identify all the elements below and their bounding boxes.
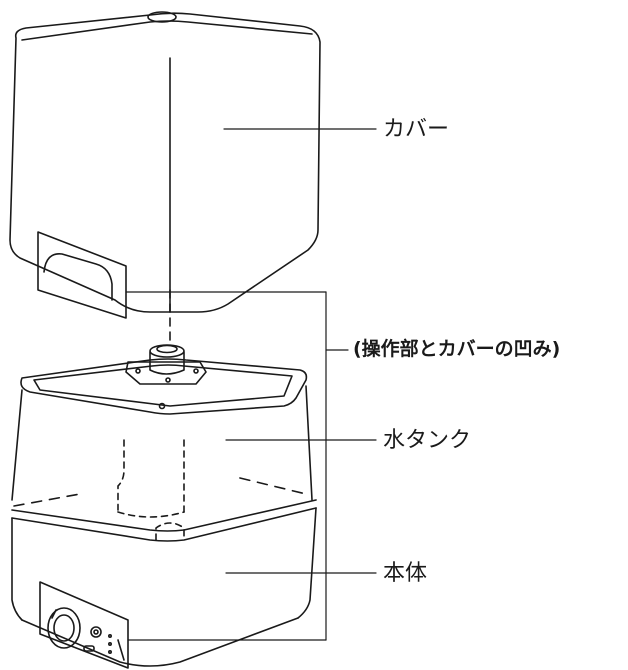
cover-illustration — [9, 11, 321, 319]
power-button-icon — [90, 626, 102, 638]
control-panel — [39, 581, 129, 669]
water-tank-illustration — [11, 344, 313, 518]
cover-notch-panel — [37, 231, 127, 319]
main-body-illustration — [11, 499, 317, 669]
cover-top-hole — [147, 11, 177, 23]
notch-label: (操作部とカバーの凹み) — [353, 338, 561, 360]
main-body-label: 本体 — [383, 561, 428, 586]
water-tank-label: 水タンク — [383, 428, 472, 453]
control-knob — [47, 607, 81, 649]
cover-label: カバー — [383, 117, 450, 142]
leader-lines — [125, 128, 377, 641]
